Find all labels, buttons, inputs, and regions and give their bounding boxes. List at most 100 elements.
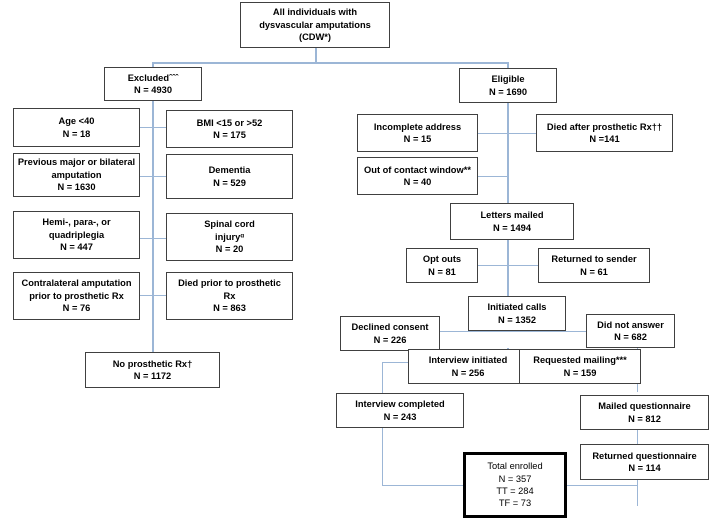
node-line: Returned to sender [551, 254, 637, 265]
connector-mailed-returned [637, 430, 639, 444]
connector-interview-left [382, 362, 410, 364]
node-incomplete-address[interactable]: Incomplete address N = 15 [357, 114, 478, 152]
node-line: N = 159 [563, 367, 597, 378]
node-no-prosthetic-rx[interactable]: No prosthetic Rx† N = 1172 [85, 352, 220, 388]
connector-excluded-trunk [152, 100, 154, 352]
connector-stub-optouts-returned [478, 265, 538, 267]
node-line: N =141 [589, 134, 620, 144]
node-line: N = 1630 [57, 182, 96, 193]
node-line: N = 226 [373, 334, 407, 345]
node-line: BMI <15 or >52 [196, 117, 263, 128]
node-line: All individuals with [272, 7, 358, 18]
connector-root-split [152, 62, 508, 64]
node-interview-completed[interactable]: Interview completed N = 243 [336, 393, 464, 428]
node-line: N = 682 [614, 332, 647, 342]
node-line: Total enrolled [487, 461, 543, 472]
node-line: Initiated calls [487, 302, 547, 313]
node-line: Previous major or bilateral [17, 157, 136, 168]
connector-stub-contra-died [140, 295, 168, 297]
node-line: N = 76 [62, 303, 91, 314]
node-interview-initiated[interactable]: Interview initiated N = 256 [408, 349, 528, 384]
node-did-not-answer[interactable]: Did not answer N = 682 [586, 314, 675, 348]
node-previous-amputation[interactable]: Previous major or bilateral amputation N… [13, 153, 140, 197]
node-line: Letters mailed [480, 210, 544, 221]
node-line: Incomplete address [373, 121, 462, 132]
connector-interviewcomp-to-total [382, 485, 466, 487]
node-line: N = 357 [498, 473, 532, 484]
node-line: N = 20 [215, 244, 244, 255]
node-line: N = 175 [213, 130, 246, 140]
node-line: Did not answer [597, 319, 664, 330]
node-requested-mailing[interactable]: Requested mailing*** N = 159 [519, 349, 641, 384]
node-spinal-cord-injury[interactable]: Spinal cord injuryᵅ N = 20 [166, 213, 293, 261]
node-line: Age <40 [58, 116, 95, 127]
connector-eligible-trunk [507, 103, 509, 203]
node-dementia[interactable]: Dementia N = 529 [166, 154, 293, 199]
node-line: N = 1172 [133, 371, 172, 381]
node-line: N = 81 [428, 266, 456, 277]
connector-to-excluded [152, 62, 154, 70]
node-line: quadriplegia [48, 229, 105, 240]
node-line: Interview completed [355, 399, 445, 410]
node-died-after[interactable]: Died after prosthetic Rx†† N =141 [536, 114, 673, 152]
node-line: Died after prosthetic Rx†† [546, 121, 663, 132]
connector-root-down [315, 47, 317, 64]
node-out-of-contact-window[interactable]: Out of contact window** N = 40 [357, 157, 478, 195]
node-plegia[interactable]: Hemi-, para-, or quadriplegia N = 447 [13, 211, 140, 259]
node-line: amputation [51, 169, 102, 180]
connector-returned-down [637, 480, 639, 506]
node-line: Rx [223, 290, 236, 301]
connector-returned-to-total [560, 485, 638, 487]
node-line: TF = 73 [498, 498, 532, 509]
node-line: Contralateral amputation [21, 278, 132, 289]
node-line: N = 114 [628, 463, 661, 473]
node-contralateral[interactable]: Contralateral amputation prior to prosth… [13, 272, 140, 320]
connector-stub-declined-didnotanswer [440, 331, 588, 333]
node-line: Excludedˆˆˆ [127, 72, 179, 83]
node-line: N = 812 [628, 413, 661, 424]
node-line: N = 863 [213, 303, 246, 314]
node-excluded[interactable]: Excludedˆˆˆ N = 4930 [104, 67, 202, 101]
node-line: dysvascular amputations [259, 19, 371, 30]
node-line: N = 15 [403, 134, 432, 144]
node-line: Dementia [208, 165, 251, 176]
node-line: Declined consent [351, 322, 429, 333]
connector-stub-prev-dementia [140, 176, 168, 178]
node-line: TT = 284 [496, 486, 534, 496]
node-died-prior[interactable]: Died prior to prosthetic Rx N = 863 [166, 272, 293, 320]
node-line: N = 18 [62, 128, 91, 139]
node-line: N = 1690 [489, 86, 527, 97]
node-line: prior to prosthetic Rx [29, 290, 124, 301]
node-total-enrolled[interactable]: Total enrolled N = 357 TT = 284 TF = 73 [463, 452, 567, 518]
node-all-individuals[interactable]: All individuals with dysvascular amputat… [240, 2, 390, 48]
node-line: N = 61 [580, 266, 608, 277]
node-returned-to-sender[interactable]: Returned to sender N = 61 [538, 248, 650, 283]
connector-stub-incomplete-died [478, 133, 536, 135]
node-opt-outs[interactable]: Opt outs N = 81 [406, 248, 478, 283]
node-declined-consent[interactable]: Declined consent N = 226 [340, 316, 440, 351]
connector-stub-age-bmi [140, 127, 168, 129]
node-initiated-calls[interactable]: Initiated calls N = 1352 [468, 296, 566, 331]
node-age-under-40[interactable]: Age <40 N = 18 [13, 108, 140, 147]
node-eligible[interactable]: Eligible N = 1690 [459, 68, 557, 103]
node-line: Interview initiated [428, 355, 508, 366]
node-line: (CDW*) [298, 32, 331, 43]
node-line: Hemi-, para-, or [42, 217, 111, 228]
node-line: Mailed questionnaire [598, 401, 691, 412]
node-line: N = 529 [213, 177, 246, 188]
node-line: Spinal cord [204, 219, 255, 230]
node-line: Opt outs [422, 254, 462, 265]
connector-to-eligible [507, 62, 509, 70]
node-line: N = 256 [451, 367, 485, 378]
node-mailed-questionnaire[interactable]: Mailed questionnaire N = 812 [580, 395, 709, 430]
node-bmi[interactable]: BMI <15 or >52 N = 175 [166, 110, 293, 148]
connector-stub-plegia-sci [140, 238, 168, 240]
node-line: Died prior to prosthetic [178, 278, 281, 289]
node-letters-mailed[interactable]: Letters mailed N = 1494 [450, 203, 574, 240]
node-line: No prosthetic Rx† [112, 358, 193, 369]
node-line: N = 1352 [498, 314, 536, 325]
node-returned-questionnaire[interactable]: Returned questionnaire N = 114 [580, 444, 709, 480]
node-line: Requested mailing*** [533, 355, 627, 366]
connector-stub-outwindow [478, 176, 508, 178]
